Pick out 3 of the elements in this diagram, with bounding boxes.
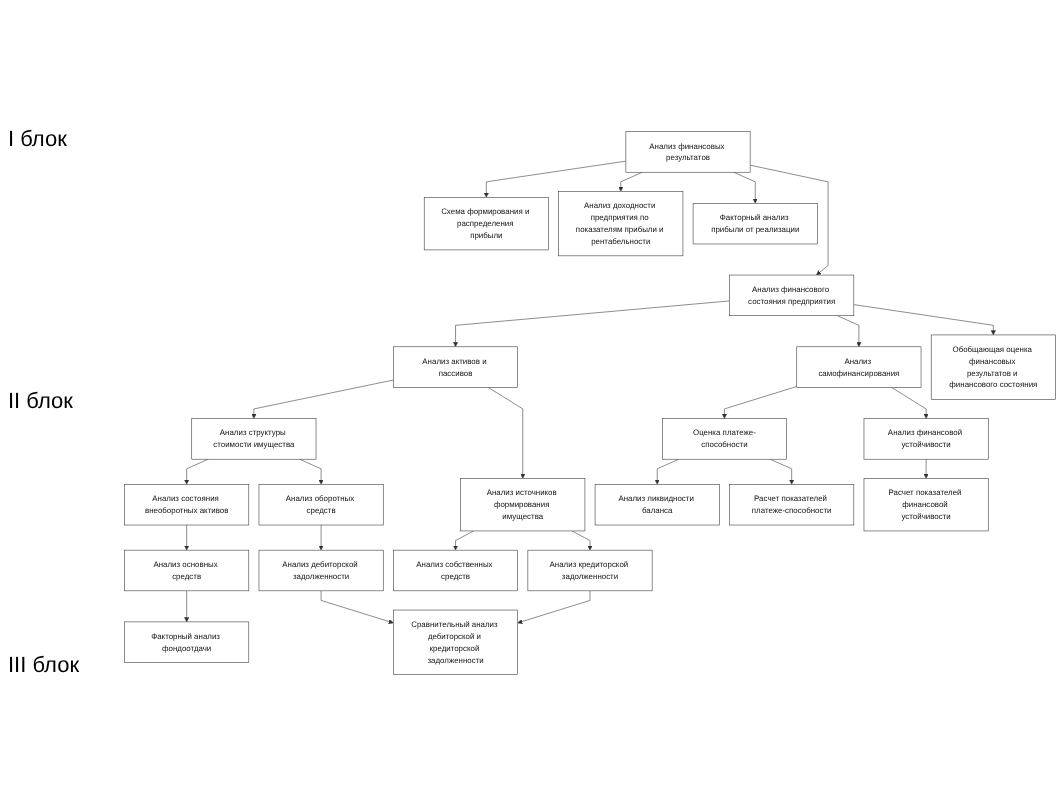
block-label: II блок — [8, 390, 75, 415]
block-label: I блок — [8, 127, 69, 152]
block-label: III блок — [8, 654, 82, 679]
